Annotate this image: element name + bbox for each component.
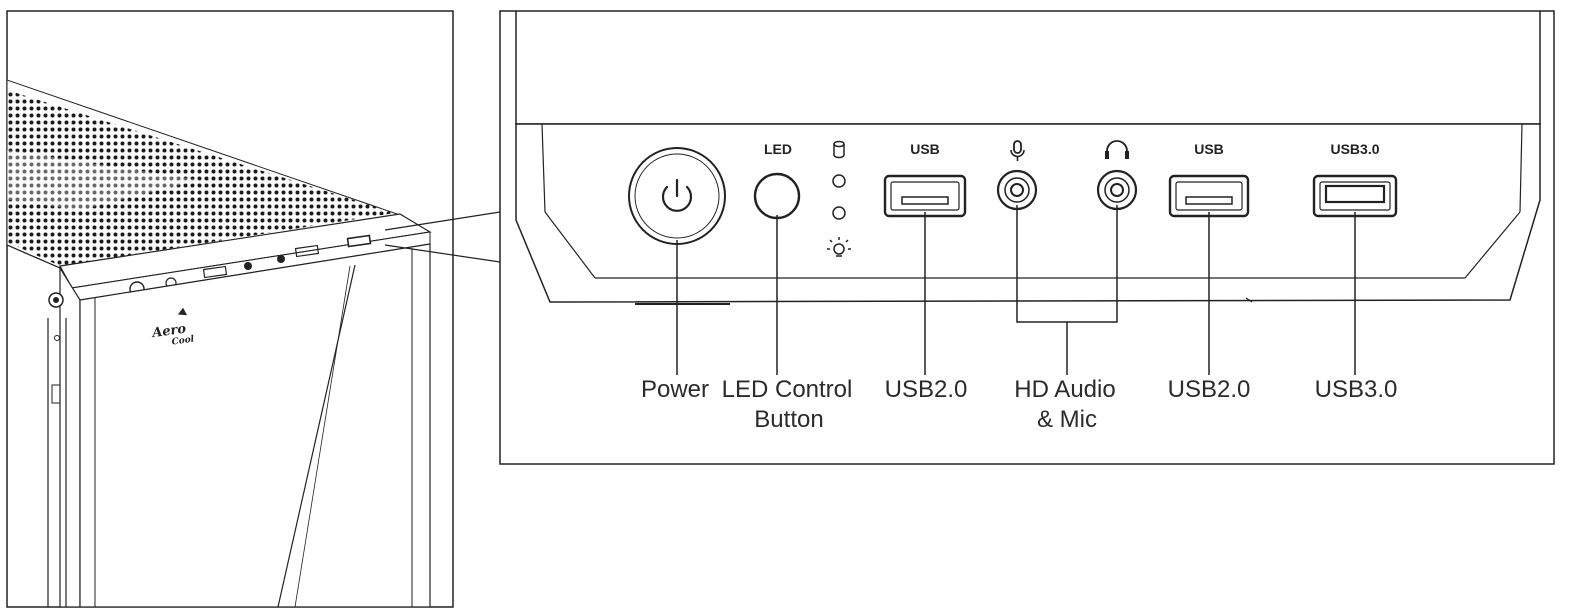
callout-power: Power — [641, 376, 709, 403]
usb2-port-right — [1168, 174, 1250, 218]
top-mesh-grille — [7, 90, 395, 266]
headphone-jack — [1096, 169, 1138, 211]
mic-jack — [996, 169, 1038, 211]
svg-text:Aero: Aero — [149, 322, 187, 342]
hdd-activity-icon — [833, 140, 845, 159]
callout-usb3: USB3.0 — [1315, 376, 1398, 403]
usb-port-label-left: USB — [910, 141, 940, 157]
usb3-port — [1312, 174, 1398, 218]
hdd-led-indicator — [832, 174, 846, 188]
microphone-icon — [1010, 140, 1025, 161]
zoomed-io-panel: LED USB — [499, 10, 1555, 465]
front-panel — [79, 243, 431, 607]
aerocool-logo: Aero Cool — [149, 307, 195, 348]
led-port-label: LED — [764, 141, 792, 157]
case-overview: Aero Cool — [6, 10, 454, 608]
callout-hd-audio-line2: & Mic — [1037, 406, 1097, 433]
power-led-indicator — [832, 206, 846, 220]
usb-port-label-right: USB — [1194, 141, 1224, 157]
callout-led-control-line2: Button — [754, 406, 823, 433]
callout-usb2-left: USB2.0 — [885, 376, 968, 403]
leader-lines — [676, 205, 1356, 375]
led-light-icon — [827, 237, 851, 257]
usb3-port-label: USB3.0 — [1330, 141, 1379, 157]
callout-hd-audio-line1: HD Audio — [1014, 376, 1115, 403]
callout-led-control-line1: LED Control — [722, 376, 853, 403]
led-control-button — [753, 172, 801, 220]
zoom-connector — [384, 211, 501, 263]
headphone-icon — [1105, 140, 1129, 159]
callout-usb2-right: USB2.0 — [1168, 376, 1251, 403]
power-icon — [661, 178, 693, 212]
io-panel-body — [515, 123, 1541, 303]
usb2-port-left — [883, 174, 967, 218]
svg-text:Cool: Cool — [171, 334, 195, 347]
power-button — [628, 147, 726, 245]
